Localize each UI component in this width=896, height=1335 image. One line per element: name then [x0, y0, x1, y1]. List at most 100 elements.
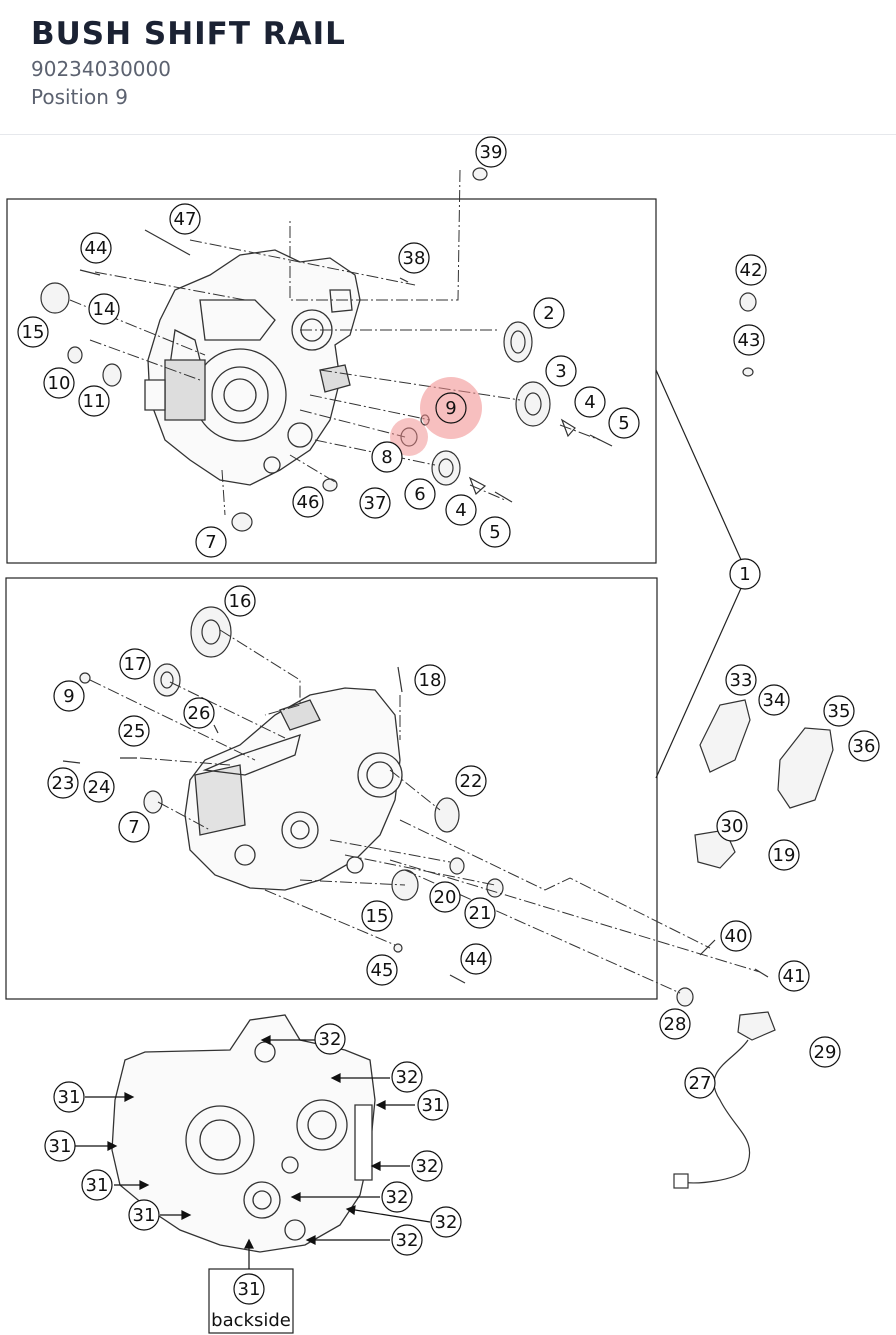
callout-47[interactable]: 47	[169, 203, 201, 235]
callout-33[interactable]: 33	[725, 664, 757, 696]
svg-text:25: 25	[123, 721, 146, 742]
small-parts	[40, 167, 834, 1189]
callout-31b[interactable]: 31	[417, 1089, 449, 1121]
callout-10[interactable]: 10	[43, 367, 75, 399]
svg-text:34: 34	[763, 690, 786, 711]
callout-42[interactable]: 42	[735, 254, 767, 286]
svg-text:11: 11	[83, 391, 106, 412]
callout-18[interactable]: 18	[414, 664, 446, 696]
callout-31e[interactable]: 31	[128, 1199, 160, 1231]
callout-31d[interactable]: 31	[81, 1169, 113, 1201]
callout-31c[interactable]: 31	[44, 1130, 76, 1162]
svg-text:38: 38	[403, 248, 426, 269]
callout-25[interactable]: 25	[118, 715, 150, 747]
callout-1[interactable]: 1	[729, 558, 761, 590]
callout-46[interactable]: 46	[292, 486, 324, 518]
callout-5[interactable]: 5	[608, 407, 640, 439]
svg-text:3: 3	[555, 361, 566, 382]
svg-text:1: 1	[739, 564, 750, 585]
callout-14[interactable]: 14	[88, 293, 120, 325]
callout-26[interactable]: 26	[183, 697, 215, 729]
callout-28[interactable]: 28	[659, 1008, 691, 1040]
svg-text:8: 8	[381, 447, 392, 468]
callout-38[interactable]: 38	[398, 242, 430, 274]
callout-5b[interactable]: 5	[479, 516, 511, 548]
callout-20[interactable]: 20	[429, 881, 461, 913]
svg-text:32: 32	[386, 1187, 409, 1208]
callout-37[interactable]: 37	[359, 487, 391, 519]
callout-15[interactable]: 15	[17, 316, 49, 348]
svg-text:2: 2	[543, 303, 554, 324]
callout-2[interactable]: 2	[533, 297, 565, 329]
callout-44[interactable]: 44	[80, 232, 112, 264]
part-position: Position 9	[31, 85, 128, 109]
svg-text:31: 31	[49, 1136, 72, 1157]
svg-text:35: 35	[828, 701, 851, 722]
callout-6[interactable]: 6	[404, 478, 436, 510]
highlight-glow	[420, 377, 482, 439]
callout-7b[interactable]: 7	[118, 811, 150, 843]
leader-lines	[69, 169, 761, 994]
callout-31a[interactable]: 31	[53, 1081, 85, 1113]
callout-15b[interactable]: 15	[361, 900, 393, 932]
svg-text:31: 31	[86, 1175, 109, 1196]
callout-4b[interactable]: 4	[445, 494, 477, 526]
callout-32f[interactable]: 32	[391, 1224, 423, 1256]
callout-32a[interactable]: 32	[314, 1023, 346, 1055]
callout-9b[interactable]: 9	[53, 680, 85, 712]
callout-32d[interactable]: 32	[381, 1181, 413, 1213]
svg-text:28: 28	[664, 1014, 687, 1035]
callout-24[interactable]: 24	[83, 771, 115, 803]
callout-8[interactable]: 8	[371, 441, 403, 473]
callout-45[interactable]: 45	[366, 954, 398, 986]
callout-27[interactable]: 27	[684, 1067, 716, 1099]
callout-11[interactable]: 11	[78, 385, 110, 417]
svg-text:15: 15	[22, 322, 45, 343]
callout-39[interactable]: 39	[475, 136, 507, 168]
svg-text:6: 6	[414, 484, 425, 505]
callout-30[interactable]: 30	[716, 810, 748, 842]
callout-34[interactable]: 34	[758, 684, 790, 716]
callout-32b[interactable]: 32	[391, 1061, 423, 1093]
callout-32c[interactable]: 32	[411, 1150, 443, 1182]
backside-label: backside	[211, 1310, 291, 1331]
svg-text:46: 46	[297, 492, 320, 513]
svg-text:31: 31	[422, 1095, 445, 1116]
svg-text:31: 31	[133, 1205, 156, 1226]
svg-text:14: 14	[93, 299, 116, 320]
callouts: 39 47 44 38 42 14 15 2 43 3 10 11 4 5 9 …	[17, 136, 880, 1305]
svg-text:47: 47	[174, 209, 197, 230]
svg-text:32: 32	[319, 1029, 342, 1050]
svg-text:44: 44	[85, 238, 108, 259]
part-number: 90234030000	[31, 57, 171, 81]
callout-22[interactable]: 22	[455, 765, 487, 797]
svg-text:45: 45	[371, 960, 394, 981]
svg-text:32: 32	[396, 1067, 419, 1088]
svg-text:5: 5	[618, 413, 629, 434]
callout-21[interactable]: 21	[464, 897, 496, 929]
callout-16[interactable]: 16	[224, 585, 256, 617]
callout-29[interactable]: 29	[809, 1036, 841, 1068]
svg-text:20: 20	[434, 887, 457, 908]
callout-44b[interactable]: 44	[460, 943, 492, 975]
svg-text:33: 33	[730, 670, 753, 691]
svg-text:22: 22	[460, 771, 483, 792]
callout-43[interactable]: 43	[733, 324, 765, 356]
svg-text:42: 42	[740, 260, 763, 281]
callout-23[interactable]: 23	[47, 767, 79, 799]
callout-35[interactable]: 35	[823, 695, 855, 727]
callout-9-highlighted[interactable]: 9	[435, 392, 467, 424]
callout-31f[interactable]: 31	[233, 1273, 265, 1305]
callout-36[interactable]: 36	[848, 730, 880, 762]
callout-4[interactable]: 4	[574, 386, 606, 418]
callout-19[interactable]: 19	[768, 839, 800, 871]
callout-40[interactable]: 40	[720, 920, 752, 952]
callout-3[interactable]: 3	[545, 355, 577, 387]
svg-text:39: 39	[480, 142, 503, 163]
svg-text:7: 7	[205, 532, 216, 553]
callout-17[interactable]: 17	[119, 648, 151, 680]
callout-41[interactable]: 41	[778, 960, 810, 992]
callout-32e[interactable]: 32	[430, 1206, 462, 1238]
callout-7[interactable]: 7	[195, 526, 227, 558]
upper-group-box	[6, 198, 657, 564]
